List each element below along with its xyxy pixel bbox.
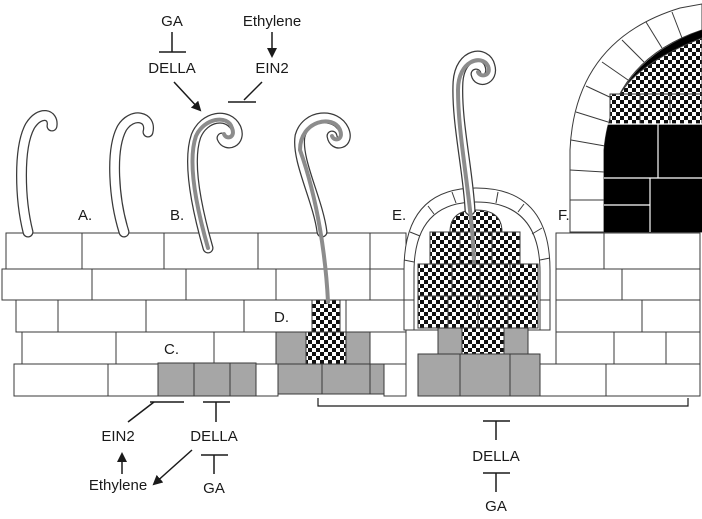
- bottom-left-regulation: EIN2 DELLA Ethylene GA: [89, 401, 238, 497]
- nodule-e-infected-cells: [417, 209, 539, 355]
- stage-c-grey-cells: [157, 362, 257, 397]
- root-hair-c: [187, 112, 243, 254]
- root-hair-d: [294, 112, 351, 304]
- bottom-ethylene-label: Ethylene: [89, 477, 147, 494]
- cell-row-2: [1, 268, 701, 301]
- infection-thread-e: [455, 58, 491, 264]
- stage-f-nodule: [569, 3, 702, 233]
- top-regulation: GA DELLA Ethylene EIN2: [148, 13, 301, 112]
- cell-row-1: [5, 232, 701, 270]
- cell-row-5: [13, 363, 701, 397]
- stage-e-nodule: [403, 187, 551, 397]
- infection-thread-c: [190, 117, 235, 250]
- cell-row-3: [15, 299, 701, 333]
- root-hair-a: [16, 110, 58, 238]
- right-della-label: DELLA: [472, 448, 520, 465]
- bottom-della-label: DELLA: [190, 428, 238, 445]
- bottom-ga-label: GA: [203, 480, 225, 497]
- top-ga-label: GA: [161, 13, 183, 30]
- stage-label-a: A.: [78, 207, 92, 224]
- root-hair-e: [452, 50, 497, 264]
- root-cell-layers: [1, 232, 701, 397]
- top-ethylene-label: Ethylene: [243, 13, 301, 30]
- stage-label-f: F.: [558, 207, 570, 224]
- top-ein2-label: EIN2: [255, 60, 288, 77]
- stage-label-e: E.: [392, 207, 406, 224]
- stage-d-nodule: [275, 299, 385, 395]
- root-hairs: [16, 50, 497, 304]
- stage-label-b: B.: [170, 207, 184, 224]
- right-ga-label: GA: [485, 498, 507, 514]
- stage-label-d: D.: [274, 309, 289, 326]
- bottom-ein2-label: EIN2: [101, 428, 134, 445]
- stage-labels: A. B. C. D. E. F.: [78, 207, 570, 358]
- stage-label-c: C.: [164, 341, 179, 358]
- top-della-label: DELLA: [148, 60, 196, 77]
- bottom-right-regulation: DELLA GA: [317, 398, 689, 515]
- root-hair-b: [109, 112, 154, 238]
- stage-d-f-bracket: [317, 398, 689, 407]
- infection-thread-d: [297, 119, 343, 304]
